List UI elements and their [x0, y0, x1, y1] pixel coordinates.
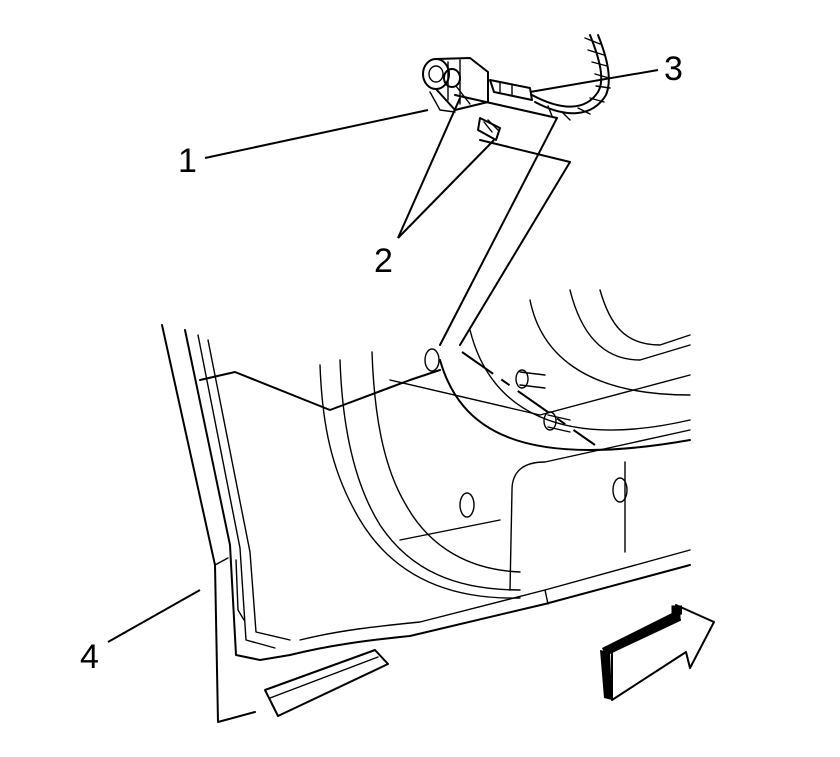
callout-4: 4	[80, 638, 99, 676]
sensor-connector	[422, 57, 489, 113]
exploded-view-lines	[439, 94, 596, 446]
callout-2: 2	[374, 242, 393, 280]
sill-plate	[264, 649, 389, 717]
door-pillar	[161, 324, 291, 723]
callouts: 1 2 3 4	[80, 50, 683, 676]
fasteners	[443, 68, 501, 141]
callout-3: 3	[664, 50, 683, 88]
callout-1: 1	[178, 142, 197, 180]
wheel-house	[439, 289, 691, 452]
leader-lines	[107, 69, 659, 643]
bracket-harness	[489, 34, 611, 121]
floor-panel	[199, 348, 691, 656]
direction-arrow-icon	[600, 604, 715, 701]
